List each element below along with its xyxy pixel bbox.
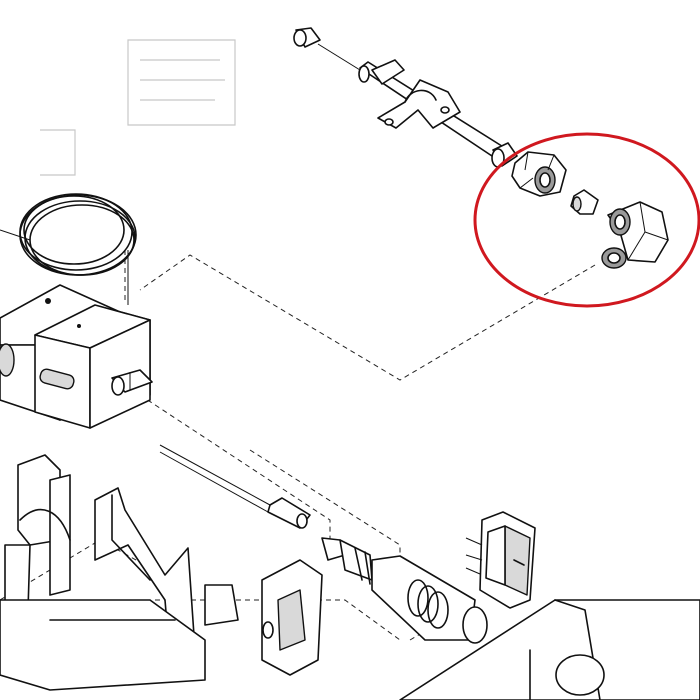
control-shaft [111,369,153,396]
thermocouple-lead [159,444,311,529]
thermostat-body [0,284,151,429]
capillary-coil [0,193,137,305]
control-housing [399,599,700,700]
switch-bracket [261,559,323,676]
highlight-circle [473,132,700,308]
compression-nut [511,151,567,197]
elbow-fitting [601,201,669,269]
olive-ring [570,189,599,215]
rocker-switch [465,511,536,609]
control-panel-frame [0,454,239,691]
piezo-igniter [321,537,488,644]
mounting-bracket [377,79,461,129]
background-artifacts [40,39,236,176]
sensor-bulb [293,27,518,168]
